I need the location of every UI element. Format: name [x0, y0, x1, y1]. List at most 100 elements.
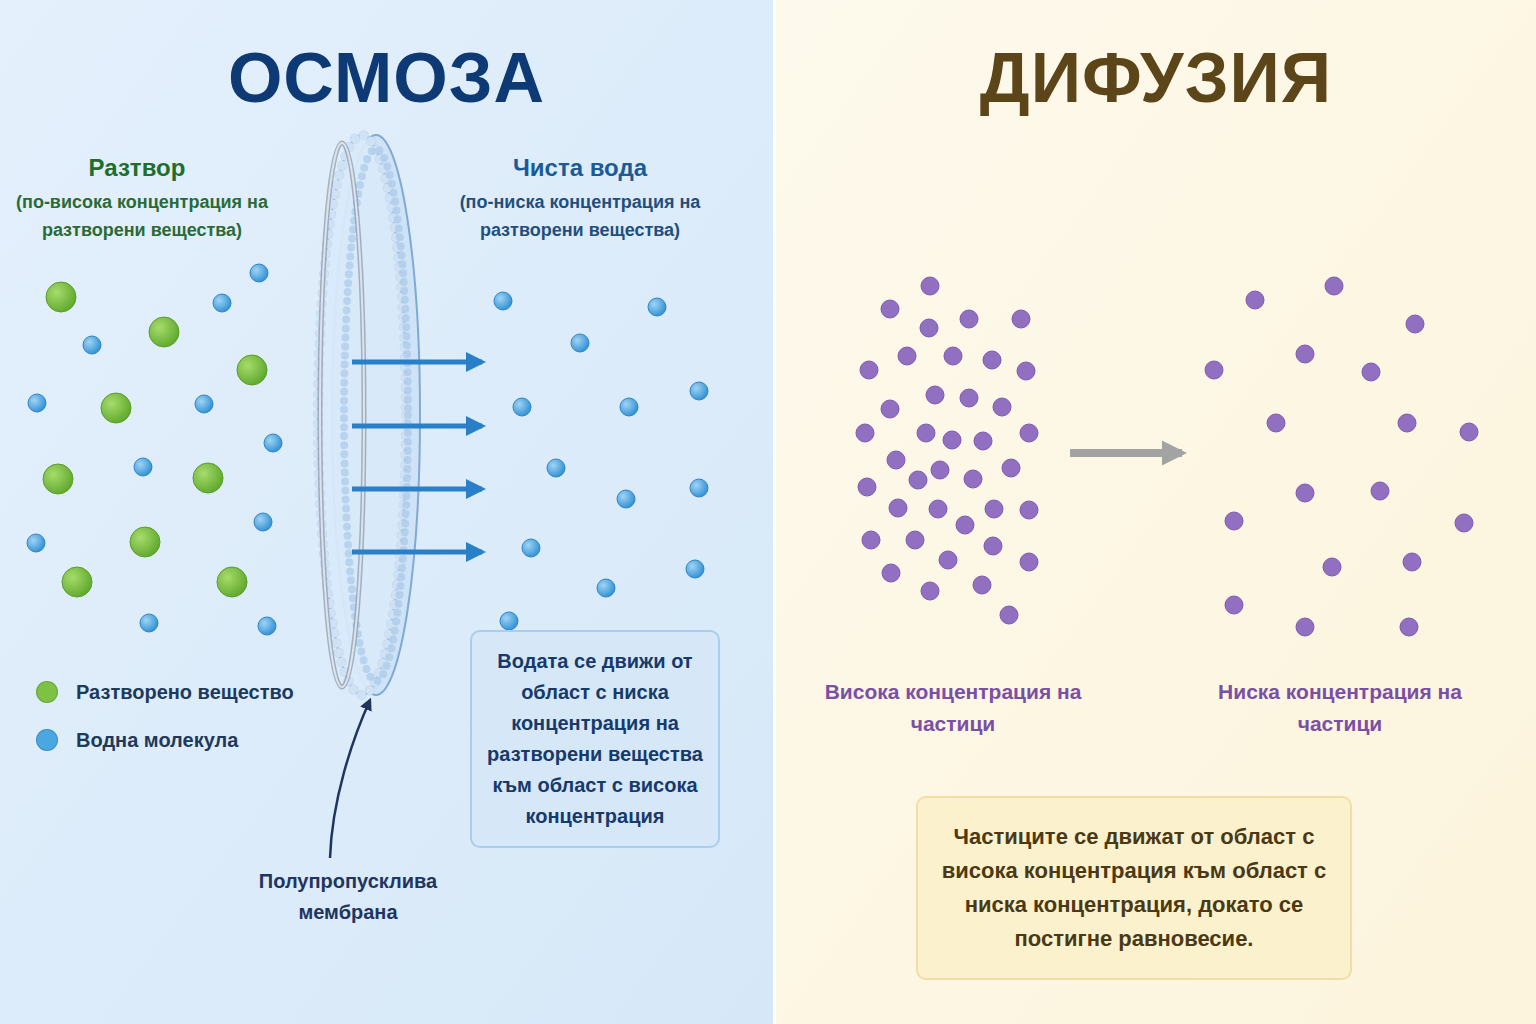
particle	[921, 582, 939, 600]
water-molecule	[547, 459, 565, 477]
particle	[856, 424, 874, 442]
particle	[983, 351, 1001, 369]
particle	[931, 461, 949, 479]
legend-swatch	[36, 729, 58, 751]
solute-particle	[237, 355, 267, 385]
diffusion-panel: ДИФУЗИЯ Частиците се движат от област с в…	[776, 0, 1536, 1024]
water-molecule	[500, 612, 518, 630]
particle	[1455, 514, 1473, 532]
particle	[943, 431, 961, 449]
membrane-leader-arrow	[330, 700, 370, 858]
particle	[960, 389, 978, 407]
legend-entry: Разтворено вещество	[36, 678, 294, 706]
particle	[887, 451, 905, 469]
diffusion-panel-ground	[776, 0, 1536, 1024]
water-molecule	[690, 382, 708, 400]
water-molecule	[27, 534, 45, 552]
solute-particle	[193, 463, 223, 493]
legend-entry: Водна молекула	[36, 726, 238, 754]
particle	[921, 277, 939, 295]
water-flow-arrows	[352, 362, 482, 552]
diffusion-note-box: Частиците се движат от област с висока к…	[916, 796, 1352, 980]
water-molecule	[264, 434, 282, 452]
particle	[906, 531, 924, 549]
note-text: Частиците се движат от област с висока к…	[930, 820, 1338, 956]
region-note: (по-ниска концентрация на разтворени вещ…	[445, 188, 715, 244]
water-molecule	[597, 579, 615, 597]
legend-swatch	[36, 681, 58, 703]
particle	[858, 478, 876, 496]
solute-particle	[62, 567, 92, 597]
particle	[1000, 606, 1018, 624]
water-molecule	[213, 294, 231, 312]
membrane-label: Полупропусклива мембрана	[228, 866, 468, 928]
concentration-label: Ниска концентрация на частици	[1190, 676, 1490, 740]
particle	[1002, 459, 1020, 477]
particle	[944, 347, 962, 365]
particle	[1323, 558, 1341, 576]
water-molecule	[28, 394, 46, 412]
particle	[860, 361, 878, 379]
particle	[881, 300, 899, 318]
legend-text: Водна молекула	[76, 726, 238, 754]
water-molecule	[617, 490, 635, 508]
particle	[926, 386, 944, 404]
osmosis-panel-ground	[0, 0, 773, 1024]
particle	[1246, 291, 1264, 309]
solute-particle	[43, 464, 73, 494]
panel-title: ОСМОЗА	[0, 40, 773, 117]
particle	[898, 347, 916, 365]
particle	[974, 432, 992, 450]
water-molecule	[513, 398, 531, 416]
particle	[1017, 362, 1035, 380]
particle	[964, 470, 982, 488]
particle	[1020, 501, 1038, 519]
particle	[973, 576, 991, 594]
water-molecule	[195, 395, 213, 413]
particle	[1225, 512, 1243, 530]
water-molecule	[690, 479, 708, 497]
solute-particle	[101, 393, 131, 423]
particle	[862, 531, 880, 549]
water-molecule	[134, 458, 152, 476]
osmosis-note-box: Водата се движи от област с ниска концен…	[470, 630, 720, 848]
particle	[881, 400, 899, 418]
particle	[1460, 423, 1478, 441]
particle	[920, 319, 938, 337]
water-molecule	[254, 513, 272, 531]
particle	[956, 516, 974, 534]
particle	[1296, 484, 1314, 502]
particle	[882, 564, 900, 582]
water-molecule	[620, 398, 638, 416]
solute-particle	[217, 567, 247, 597]
panel-title: ДИФУЗИЯ	[776, 40, 1536, 117]
particle	[1362, 363, 1380, 381]
water-molecule	[494, 292, 512, 310]
membrane	[318, 135, 420, 695]
panel-divider	[773, 0, 776, 1024]
water-molecule	[250, 264, 268, 282]
legend-text: Разтворено вещество	[76, 678, 294, 706]
particle	[1267, 414, 1285, 432]
water-molecule	[648, 298, 666, 316]
particle	[889, 499, 907, 517]
particle	[1406, 315, 1424, 333]
particle	[929, 500, 947, 518]
particle	[1205, 361, 1223, 379]
note-text: Водата се движи от област с ниска концен…	[484, 646, 706, 832]
particle	[1020, 424, 1038, 442]
water-molecule	[258, 617, 276, 635]
particle	[1296, 618, 1314, 636]
particle	[939, 551, 957, 569]
particles	[27, 264, 1478, 636]
water-molecule	[571, 334, 589, 352]
concentration-label: Висока концентрация на частици	[803, 676, 1103, 740]
particle	[1400, 618, 1418, 636]
particle	[1403, 553, 1421, 571]
particle	[1398, 414, 1416, 432]
particle	[985, 500, 1003, 518]
solute-particle	[149, 317, 179, 347]
region-note: (по-висока концентрация на разтворени ве…	[2, 188, 282, 244]
water-molecule	[522, 539, 540, 557]
